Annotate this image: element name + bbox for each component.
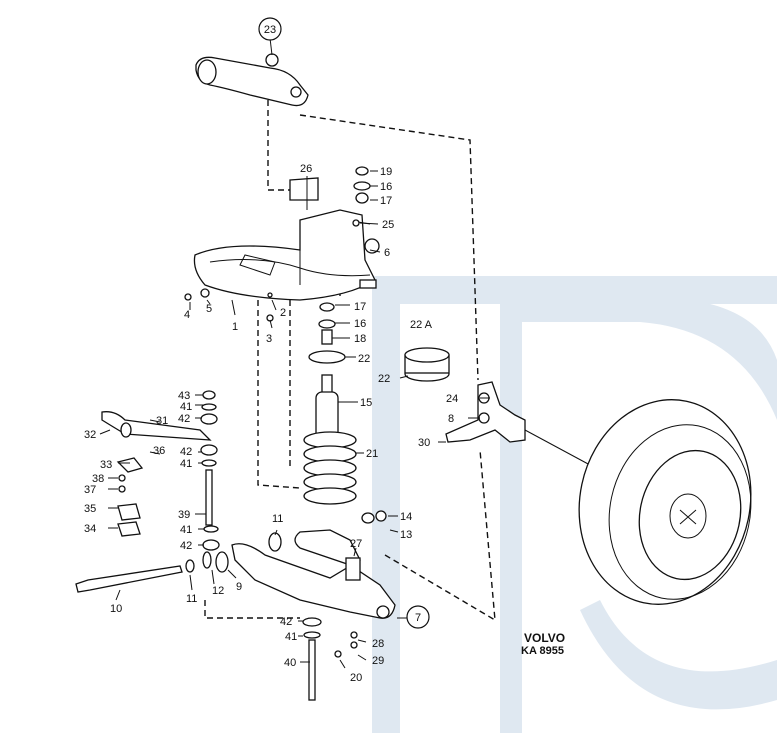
spring-tower [193, 177, 380, 301]
callout-43: 43 [178, 390, 190, 402]
callout-22A: 22 A [410, 319, 433, 331]
callout-41d: 41 [285, 631, 297, 643]
callout-42d: 42 [280, 616, 292, 628]
callout-39: 39 [178, 509, 190, 521]
callout-22b: 22 [378, 373, 390, 385]
callout-13: 13 [400, 529, 412, 541]
brand-label: VOLVO [524, 631, 565, 645]
callout-11b: 11 [186, 593, 197, 605]
callout-36: 36 [153, 445, 165, 457]
callout-14: 14 [400, 511, 412, 523]
callout-17b: 17 [354, 301, 366, 313]
callout-10: 10 [110, 603, 122, 615]
callout-42c: 42 [180, 540, 192, 552]
link-stack [200, 390, 220, 551]
callout-24: 24 [446, 393, 458, 405]
callout-26: 26 [300, 163, 312, 175]
wheel-tire [578, 399, 752, 605]
callout-41c: 41 [180, 524, 192, 536]
callout-25: 25 [382, 219, 394, 231]
callout-12: 12 [212, 585, 224, 597]
callout-33: 33 [100, 459, 112, 471]
callout-2: 2 [280, 307, 286, 319]
callout-1: 1 [232, 321, 238, 333]
callout-7: 7 [415, 612, 421, 624]
callout-35: 35 [84, 503, 96, 515]
callout-11a: 11 [272, 513, 283, 525]
callout-15: 15 [360, 397, 372, 409]
callout-37: 37 [84, 484, 96, 496]
assembly-lines [204, 100, 496, 622]
callout-labels: 23 26 19 16 17 25 6 4 5 1 2 3 17 16 18 2… [84, 24, 565, 684]
callout-3: 3 [266, 333, 272, 345]
callout-16: 16 [380, 181, 392, 193]
callout-17: 17 [380, 195, 392, 207]
callout-5: 5 [206, 303, 212, 315]
callout-31: 31 [156, 415, 168, 427]
callout-4: 4 [184, 309, 190, 321]
callout-19: 19 [380, 166, 392, 178]
callout-29: 29 [372, 655, 384, 667]
drawing-code: KA 8955 [521, 645, 564, 657]
spring-seat [404, 347, 450, 382]
callout-6: 6 [384, 247, 390, 259]
callout-41a: 41 [180, 401, 192, 413]
bracket-bolts [184, 288, 274, 322]
callout-circle-23 [258, 17, 282, 41]
callout-16b: 16 [354, 318, 366, 330]
callout-38: 38 [92, 473, 104, 485]
leader-lines [99, 37, 490, 669]
callout-30: 30 [418, 437, 430, 449]
callout-28: 28 [372, 638, 384, 650]
callout-22a: 22 [358, 353, 370, 365]
coil-spring [303, 431, 357, 505]
callout-27: 27 [350, 538, 362, 550]
callout-34: 34 [84, 523, 96, 535]
callout-8: 8 [448, 413, 454, 425]
lower-control-arm [231, 510, 396, 619]
callout-9: 9 [236, 581, 242, 593]
upper-control-arm [195, 53, 309, 107]
callout-21: 21 [366, 448, 378, 460]
callout-42b: 42 [180, 446, 192, 458]
stabilizer-bar [101, 411, 212, 441]
bottom-hardware [302, 617, 358, 701]
callout-circle-7 [406, 605, 430, 629]
callout-41b: 41 [180, 458, 192, 470]
pivot-bolt [75, 551, 229, 593]
stabilizer-brackets [116, 457, 144, 537]
callout-20: 20 [350, 672, 362, 684]
shock-absorber [308, 302, 346, 443]
callout-23: 23 [264, 24, 276, 36]
callout-42a: 42 [178, 413, 190, 425]
callout-40: 40 [284, 657, 296, 669]
callout-32: 32 [84, 429, 96, 441]
callout-18: 18 [354, 333, 366, 345]
